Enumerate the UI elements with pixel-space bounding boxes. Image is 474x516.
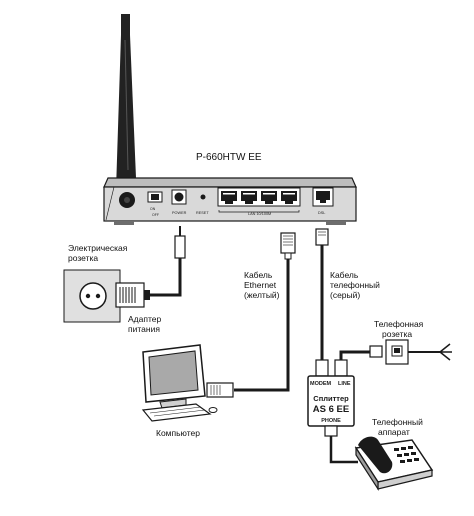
power-port-label: POWER: [172, 211, 187, 215]
splitter-name: Сплиттер: [313, 394, 349, 403]
lan-ports-label: LAN 10/100M: [248, 212, 271, 216]
router-model-label: P-660HTW EE: [196, 152, 262, 163]
phone-cable-label-line2: телефонный: [330, 280, 380, 290]
lan-ports: LAN 10/100M: [217, 187, 301, 216]
ethernet-cable: [206, 232, 296, 398]
splitter-line-label: LINE: [338, 381, 351, 387]
power-cable: [150, 226, 186, 297]
telephone-jack-label-line2: розетка: [382, 329, 413, 339]
splitter: MODEM LINE Сплиттер AS 6 EE PHONE: [307, 375, 355, 427]
dsl-port: DSL: [312, 187, 334, 215]
phone-cable-label-line1: Кабель: [330, 270, 359, 280]
telephone-label: Телефонный аппарат: [372, 417, 423, 437]
outlet-label: Электрическая розетка: [68, 243, 127, 263]
reset-label: RESET: [196, 211, 209, 215]
handset-cable: [324, 425, 358, 464]
adapter-label-line1: Адаптер: [128, 314, 162, 324]
ethernet-cable-label-line3: (желтый): [244, 290, 280, 300]
computer-label: Компьютер: [156, 428, 200, 438]
outlet-label-line1: Электрическая: [68, 243, 128, 253]
splitter-modem-label: MODEM: [310, 381, 332, 387]
outlet-label-line2: розетка: [68, 253, 99, 263]
router: ON OFF POWER RESET LAN 10/100M: [103, 177, 357, 225]
reset-button: [200, 194, 206, 200]
splitter-phone-label: PHONE: [321, 418, 341, 424]
switch-off-label: OFF: [152, 213, 159, 217]
telephone-jack: [385, 339, 452, 365]
phone-cable-label: Кабель телефонный (серый): [330, 270, 380, 300]
switch-on-label: ON: [150, 207, 156, 211]
telephone-jack-label: Телефонная розетка: [374, 319, 423, 339]
ethernet-cable-label: Кабель Ethernet (желтый): [244, 270, 280, 300]
ethernet-cable-label-line1: Кабель: [244, 270, 273, 280]
phone-cable: [315, 228, 329, 377]
power-outlet: [63, 269, 121, 323]
computer: [141, 344, 218, 422]
telephone-label-line2: аппарат: [378, 427, 410, 437]
telephone-jack-label-line1: Телефонная: [374, 319, 424, 329]
antenna: [116, 14, 136, 205]
splitter-model: AS 6 EE: [313, 404, 349, 415]
telephone: [354, 436, 434, 492]
phone-cable-label-line3: (серый): [330, 290, 361, 300]
telephone-label-line1: Телефонный: [372, 417, 423, 427]
ethernet-cable-label-line2: Ethernet: [244, 280, 277, 290]
dsl-port-label: DSL: [318, 211, 325, 215]
line-cable: [334, 345, 383, 377]
adapter-label: Адаптер питания: [128, 314, 161, 334]
power-adapter: [115, 282, 150, 308]
adapter-label-line2: питания: [128, 324, 160, 334]
